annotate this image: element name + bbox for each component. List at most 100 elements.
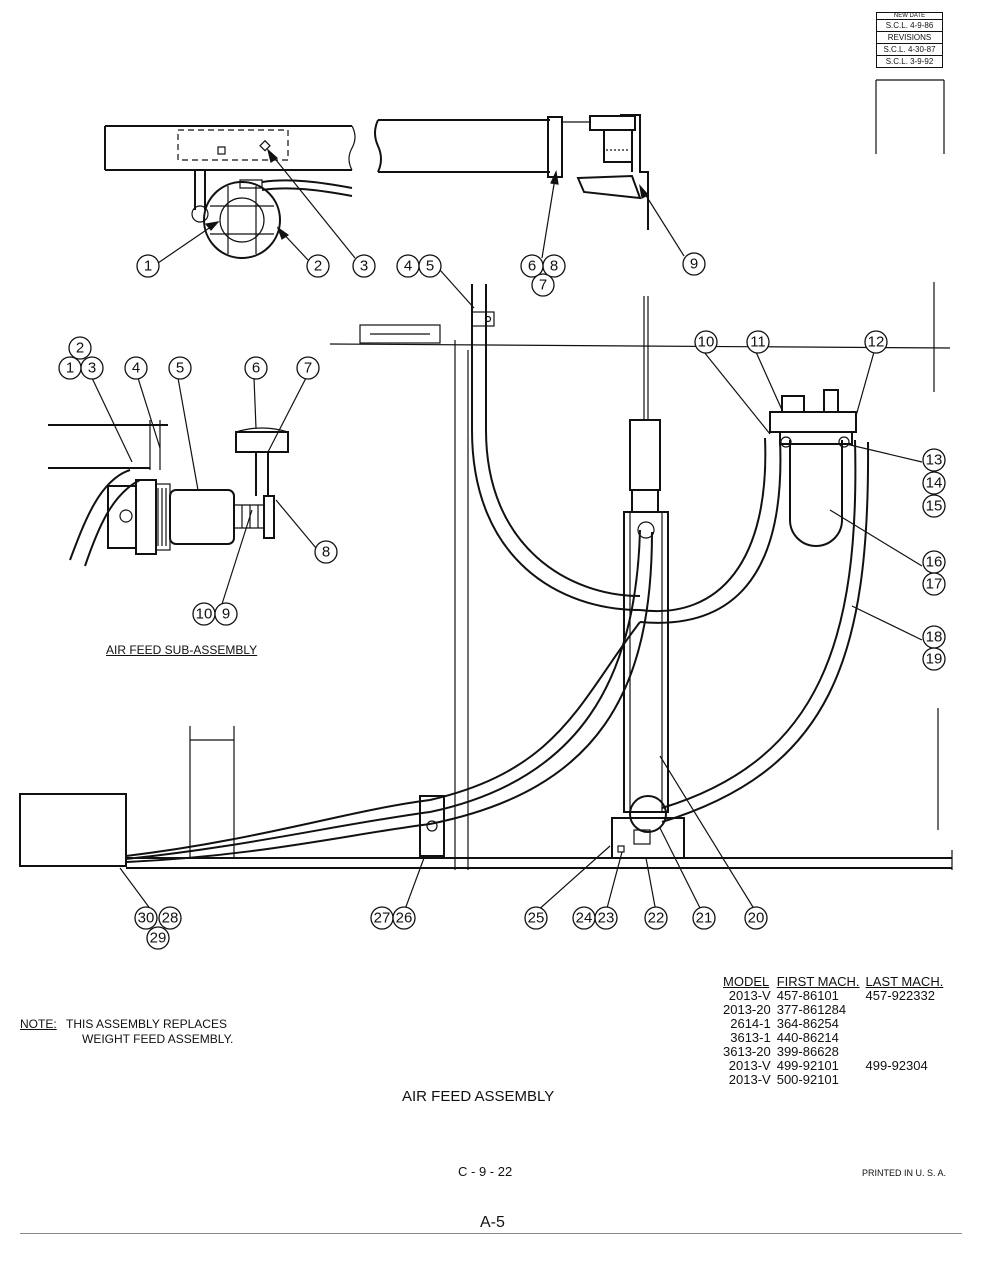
svg-text:19: 19	[926, 651, 943, 668]
first-mach-cell: 399-86628	[776, 1044, 839, 1059]
callout-25: 25	[524, 906, 548, 930]
note-label: NOTE:	[20, 1017, 57, 1031]
revision-row: S.C.L. 4-9-86	[876, 20, 943, 32]
sub-assembly-view	[48, 420, 289, 567]
svg-text:12: 12	[868, 334, 885, 351]
svg-text:3: 3	[88, 360, 96, 377]
svg-text:24: 24	[576, 910, 593, 927]
svg-text:6: 6	[528, 258, 536, 275]
svg-text:26: 26	[396, 910, 413, 927]
callout-24: 24	[572, 906, 596, 930]
callout-sub-8: 8	[314, 540, 338, 564]
callout-13: 13	[922, 448, 946, 472]
leader-lines	[91, 148, 923, 915]
callout-7: 7	[531, 273, 555, 297]
table-row: 2013-V 499-92101 499-92304	[720, 1059, 946, 1073]
svg-text:6: 6	[252, 360, 260, 377]
svg-text:20: 20	[748, 910, 765, 927]
svg-text:4: 4	[132, 360, 140, 377]
callout-12: 12	[864, 330, 888, 354]
svg-text:1: 1	[66, 360, 74, 377]
first-mach-cell: 499-92101	[776, 1058, 839, 1073]
callout-1: 1	[136, 254, 160, 278]
svg-text:5: 5	[426, 258, 434, 275]
model-cell: 2013-V	[728, 988, 771, 1003]
callout-sub-6: 6	[244, 356, 268, 380]
page-number: A-5	[480, 1214, 505, 1231]
callout-23: 23	[594, 906, 618, 930]
main-assembly	[19, 79, 953, 870]
first-mach-cell: 500-92101	[776, 1072, 839, 1087]
svg-text:3: 3	[360, 258, 368, 275]
svg-text:17: 17	[926, 576, 943, 593]
first-mach-cell: 364-86254	[776, 1016, 839, 1031]
callout-27: 27	[370, 906, 394, 930]
callout-22: 22	[644, 906, 668, 930]
column-header: LAST MACH.	[865, 974, 944, 989]
callout-19: 19	[922, 647, 946, 671]
svg-text:2: 2	[314, 258, 322, 275]
column-header: FIRST MACH.	[776, 974, 860, 989]
model-cell: 2013-V	[728, 1058, 771, 1073]
last-mach-cell	[863, 1017, 947, 1031]
revision-new-date: NEW DATE	[876, 12, 943, 20]
table-row: 2013-V 500-92101	[720, 1073, 946, 1087]
callout-5: 5	[418, 254, 442, 278]
last-mach-cell: 499-92304	[865, 1058, 928, 1073]
callout-2: 2	[306, 254, 330, 278]
callout-30: 30	[134, 906, 158, 930]
svg-text:10: 10	[698, 334, 715, 351]
last-mach-cell	[863, 1073, 947, 1087]
callout-20: 20	[744, 906, 768, 930]
callout-6: 6	[520, 254, 544, 278]
column-header: MODEL	[723, 974, 770, 989]
callout-sub-10: 10	[192, 602, 216, 626]
callout-8: 8	[542, 254, 566, 278]
revision-row: S.C.L. 4-30-87	[876, 44, 943, 56]
callout-3: 3	[352, 254, 376, 278]
top-right-view	[374, 114, 649, 230]
footer-rule	[20, 1233, 962, 1234]
svg-text:23: 23	[598, 910, 615, 927]
svg-text:27: 27	[374, 910, 391, 927]
svg-text:16: 16	[926, 554, 943, 571]
svg-text:13: 13	[926, 452, 943, 469]
first-mach-cell: 457-86101	[776, 988, 839, 1003]
callout-sub-2: 2	[68, 336, 92, 360]
svg-text:15: 15	[926, 498, 943, 515]
note-line1: THIS ASSEMBLY REPLACES	[66, 1017, 227, 1031]
revision-row: S.C.L. 3-9-92	[876, 56, 943, 68]
callout-sub-1: 1	[58, 356, 82, 380]
callout-10: 10	[694, 330, 718, 354]
svg-text:18: 18	[926, 629, 943, 646]
callout-26: 26	[392, 906, 416, 930]
svg-text:7: 7	[304, 360, 312, 377]
svg-text:5: 5	[176, 360, 184, 377]
model-table: MODEL FIRST MACH. LAST MACH. 2013-V 457-8…	[720, 975, 946, 1087]
first-mach-cell: 440-86214	[776, 1030, 839, 1045]
svg-text:7: 7	[539, 277, 547, 294]
note: NOTE: THIS ASSEMBLY REPLACES WEIGHT FEED…	[20, 1017, 233, 1047]
last-mach-cell	[863, 1031, 947, 1045]
svg-text:9: 9	[222, 606, 230, 623]
model-cell: 2614-1	[730, 1016, 771, 1031]
svg-text:25: 25	[528, 910, 545, 927]
callout-sub-3: 3	[80, 356, 104, 380]
table-row: 3613-1 440-86214	[720, 1031, 946, 1045]
svg-text:30: 30	[138, 910, 155, 927]
callout-14: 14	[922, 471, 946, 495]
callout-4: 4	[396, 254, 420, 278]
callout-11: 11	[746, 330, 770, 354]
callout-15: 15	[922, 494, 946, 518]
callout-29: 29	[146, 926, 170, 950]
callout-sub-9: 9	[214, 602, 238, 626]
model-cell: 3613-1	[730, 1030, 771, 1045]
svg-text:8: 8	[322, 544, 330, 561]
model-cell: 2013-V	[728, 1072, 771, 1087]
drawing-number: C - 9 - 22	[458, 1164, 513, 1179]
note-line2: WEIGHT FEED ASSEMBLY.	[82, 1032, 234, 1046]
svg-text:4: 4	[404, 258, 412, 275]
